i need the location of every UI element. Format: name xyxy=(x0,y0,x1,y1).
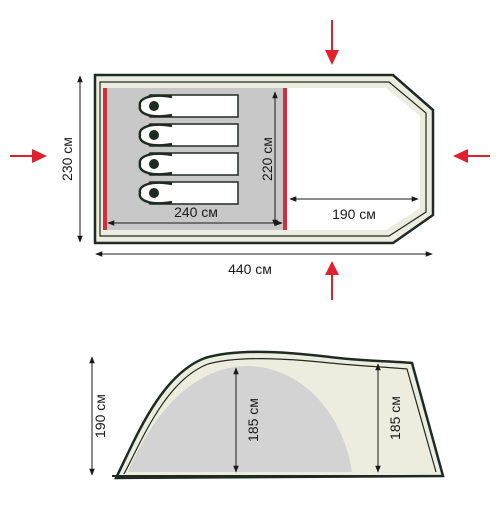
inner-wall-left xyxy=(103,88,107,230)
inner-tent-dome xyxy=(128,365,352,472)
inner-height-label: 185 см xyxy=(245,398,261,442)
sleeping-bag xyxy=(138,94,239,118)
wind-arrow-right xyxy=(453,149,490,163)
inner-width-label: 220 см xyxy=(259,137,275,181)
vestibule-area xyxy=(287,88,420,230)
outer-height-label: 190 см xyxy=(92,394,108,438)
wind-arrows xyxy=(10,20,490,300)
inner-length-label: 240 см xyxy=(174,204,218,220)
sleeping-bags xyxy=(138,94,239,205)
floor-plan: 240 см 220 см 190 см 230 см 440 см xyxy=(59,73,435,277)
sleeping-bag xyxy=(138,123,239,147)
side-view: 190 см 185 см 185 см xyxy=(89,350,445,480)
sleeping-bag xyxy=(138,152,239,176)
inner-wall-right xyxy=(283,88,287,230)
total-width-label: 230 см xyxy=(59,137,75,181)
wind-arrow-bottom xyxy=(325,261,339,300)
tent-inner-outline xyxy=(99,81,427,237)
sleeping-bag xyxy=(138,181,239,205)
vestibule-height-label: 185 см xyxy=(387,396,403,440)
tent-side-inner-line xyxy=(123,358,437,475)
wind-arrow-top xyxy=(325,20,339,65)
vestibule-length-label: 190 см xyxy=(332,206,376,222)
wind-arrow-left xyxy=(10,149,47,163)
total-length-label: 440 см xyxy=(228,261,272,277)
